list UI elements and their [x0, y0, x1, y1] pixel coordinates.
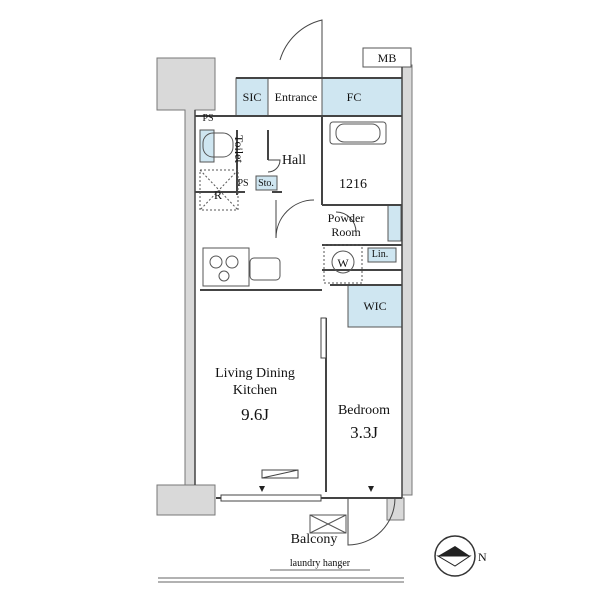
fc-label: FC [346, 90, 362, 104]
mb-label: MB [377, 51, 397, 65]
markers [259, 486, 374, 492]
refrigerator-label: R [213, 188, 223, 202]
balcony-railing [158, 569, 404, 583]
fixtures [199, 121, 387, 534]
fridge-space [199, 169, 239, 211]
stove-counter [202, 247, 250, 287]
toilet-door [267, 159, 281, 173]
balcony-label: Balcony [290, 532, 338, 547]
wic-label: WIC [363, 299, 387, 313]
toilet-bowl [202, 132, 234, 158]
powder-label-1: Powder [327, 211, 365, 225]
ldk-label-2: Kitchen [232, 383, 278, 398]
balcony-drain [309, 514, 347, 534]
mb-box [362, 47, 412, 68]
bedroom-area: 3.3J [350, 423, 378, 442]
washer-label: W [337, 256, 349, 270]
burner-1 [209, 255, 223, 269]
ps-top-label: PS [202, 113, 214, 124]
powder-label-2: Room [331, 225, 361, 239]
windows [220, 317, 327, 502]
balcony-door [347, 497, 396, 546]
outer-boundary [194, 67, 403, 498]
sto-label: Sto. [258, 178, 274, 189]
lin-label: Lin. [371, 249, 389, 260]
hall-door [275, 199, 315, 239]
ldk-area: 9.6J [241, 405, 269, 424]
powder-door [335, 211, 357, 233]
storage-fills [199, 77, 403, 328]
bedroom-label: Bedroom [337, 403, 391, 418]
compass-icon [434, 535, 476, 577]
entrance-door [279, 19, 323, 78]
ldk-label-1: Living Dining [215, 366, 295, 381]
ps-mid-label: PS [237, 178, 249, 189]
washer-space [323, 244, 363, 284]
burner-2 [225, 255, 239, 269]
doors [267, 19, 396, 546]
fc-fill [321, 77, 403, 117]
bath-size-label: 1216 [339, 177, 367, 192]
ps-toilet-fill [199, 129, 215, 163]
hall-label: Hall [281, 153, 307, 168]
powder-sink-fill [387, 204, 402, 242]
toilet-label: Toilet [232, 135, 246, 163]
lin-fill [367, 247, 397, 263]
burner-3 [218, 270, 230, 282]
entrance-label: Entrance [274, 90, 318, 104]
wic-fill [347, 284, 403, 328]
kitchen-sink [249, 257, 281, 281]
north-label: N [478, 550, 487, 564]
sto-fill [255, 175, 278, 191]
laundry-label: laundry hanger [289, 558, 351, 569]
bathtub [329, 121, 387, 145]
sic-label: SIC [242, 90, 262, 104]
